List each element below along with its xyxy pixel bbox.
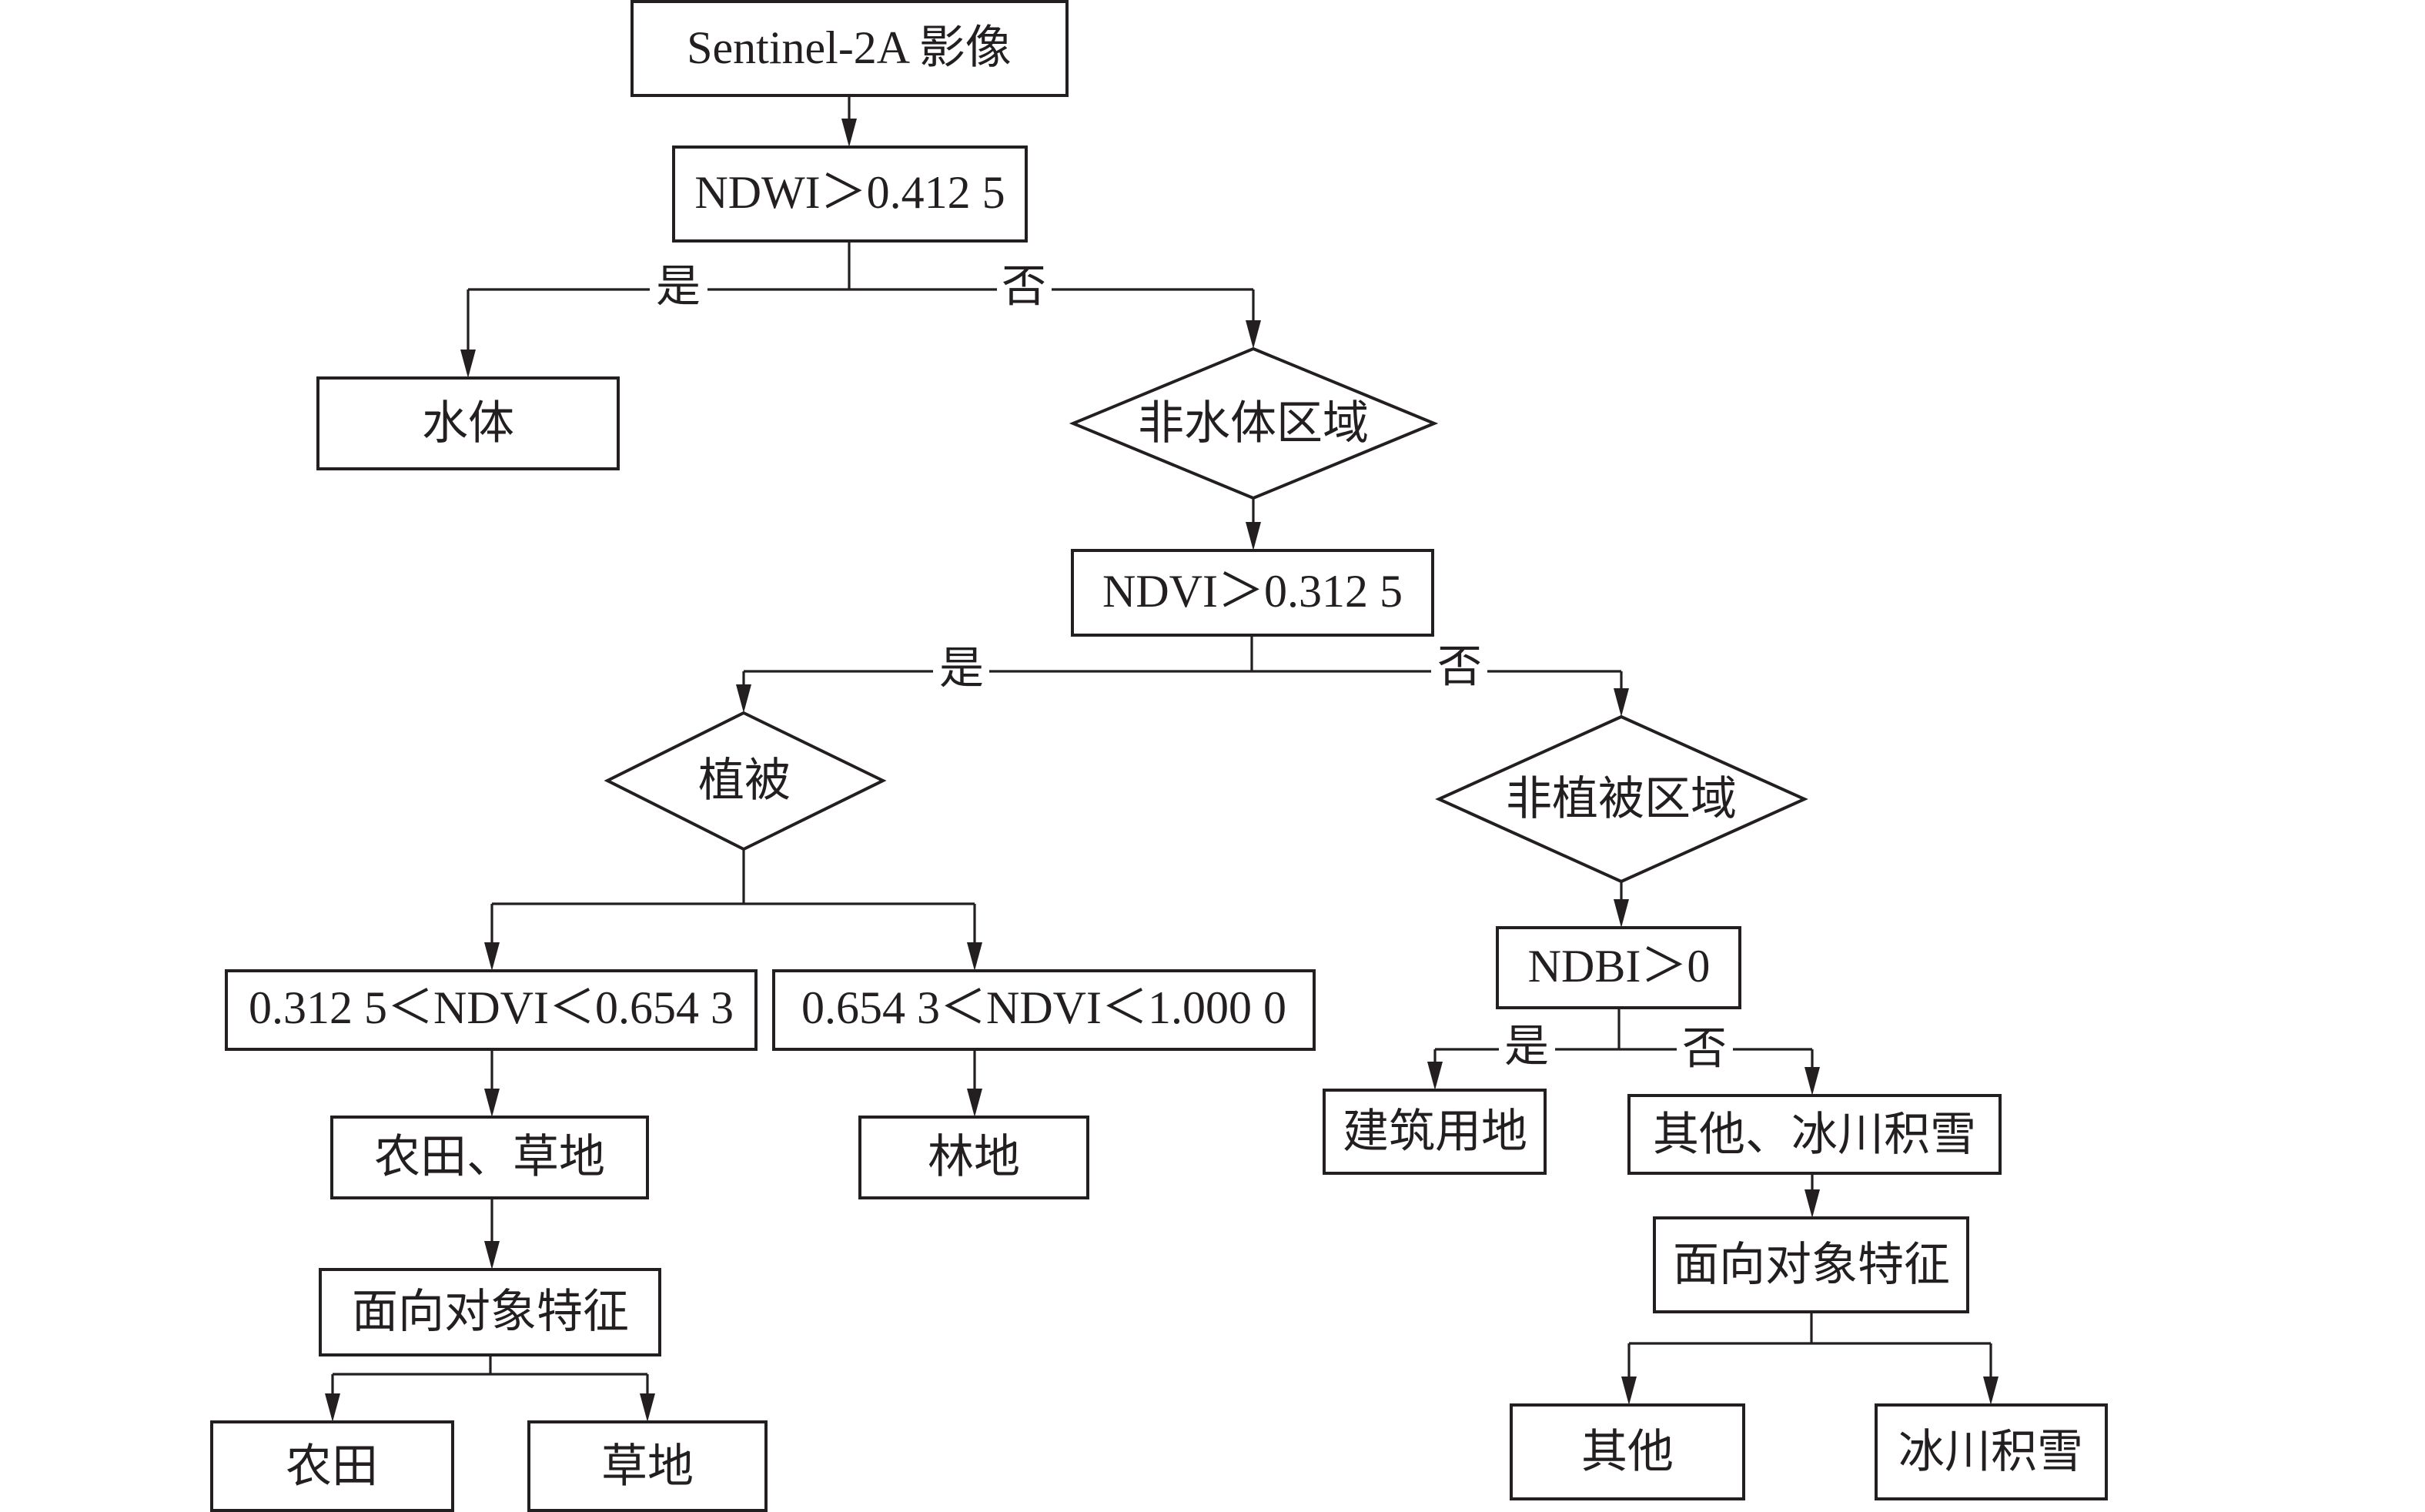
arrowhead [1614,688,1629,717]
node-other-glacier-snow: 其他、冰川积雪 [1627,1094,2002,1175]
process-box [225,969,758,1051]
decision-diamond [604,711,887,851]
arrowhead [1427,1062,1443,1090]
process-box [1071,549,1434,637]
arrowhead [640,1393,655,1422]
arrowhead [484,1241,500,1269]
node-label: 水体 [422,398,514,449]
edge-label-ndbi-yes: 是 [1504,1022,1549,1072]
node-cropland: 农田 [210,1420,454,1512]
node-ndvi-high-range: 0.654 3＜NDVI＜1.000 0 [772,969,1316,1051]
node-non-water: 非水体区域 [1069,346,1439,500]
node-source: Sentinel-2A 影像 [630,0,1069,97]
node-ndvi-test: NDVI＞0.312 5 [1071,549,1434,637]
result-box [858,1116,1089,1199]
node-non-vegetation: 非植被区域 [1435,714,1808,884]
result-box [210,1420,454,1512]
node-vegetation: 植被 [604,711,887,851]
result-box [316,376,620,470]
node-label: 0.312 5＜NDVI＜0.654 3 [249,982,734,1033]
result-box [1875,1403,2108,1500]
node-label: 农田、草地 [374,1132,605,1183]
node-label: 建筑用地 [1343,1106,1527,1157]
arrowhead [1614,899,1629,928]
node-other: 其他 [1510,1403,1745,1500]
connectors [325,95,1999,1422]
node-cropland-grassland: 农田、草地 [330,1116,649,1199]
arrowhead [1621,1377,1637,1405]
decision-diamond [1069,346,1439,500]
process-box [1653,1216,1969,1313]
result-box [330,1116,649,1199]
edge-label-ndvi-yes: 是 [939,644,984,694]
node-object-features-left: 面向对象特征 [319,1268,661,1356]
node-glacier-snow: 冰川积雪 [1875,1403,2108,1500]
node-label: 冰川积雪 [1898,1427,2083,1477]
edge-label-ndvi-no: 否 [1437,642,1482,692]
process-box [1496,926,1741,1009]
arrowhead [1246,320,1261,349]
node-built-up: 建筑用地 [1323,1089,1547,1175]
node-label: 林地 [928,1132,1020,1183]
arrowhead [484,1089,500,1117]
node-label: 面向对象特征 [352,1286,629,1337]
arrowhead [967,942,982,971]
result-box [1510,1403,1745,1500]
node-label: 非植被区域 [1506,774,1737,825]
arrowhead [967,1089,982,1117]
process-box [772,969,1316,1051]
node-ndbi-test: NDBI＞0 [1496,926,1741,1009]
node-label: 农田 [286,1441,378,1492]
arrowhead [841,119,857,147]
node-label: 植被 [698,755,791,806]
arrowhead [1805,1067,1820,1096]
node-label: 0.654 3＜NDVI＜1.000 0 [801,982,1286,1033]
node-ndwi-test: NDWI＞0.412 5 [672,146,1028,243]
edge-label-ndwi-no: 否 [1002,262,1046,312]
result-box [1627,1094,2002,1175]
node-water: 水体 [316,376,620,470]
node-label: NDWI＞0.412 5 [694,167,1005,218]
node-label: 草地 [601,1441,694,1492]
process-box [672,146,1028,243]
arrowhead [736,684,751,713]
arrowhead [460,350,476,378]
node-label: Sentinel-2A 影像 [687,22,1012,73]
process-box [630,0,1069,97]
node-label: 其他 [1581,1427,1674,1477]
arrowhead [1805,1189,1820,1218]
edge-label-ndbi-no: 否 [1682,1024,1727,1074]
process-box [319,1268,661,1356]
node-label: 其他、冰川积雪 [1653,1109,1976,1160]
arrowhead [1246,522,1261,550]
node-label: 面向对象特征 [1673,1239,1950,1290]
node-label: NDBI＞0 [1528,941,1711,992]
node-object-features-right: 面向对象特征 [1653,1216,1969,1313]
decision-diamond [1435,714,1808,884]
node-ndvi-low-range: 0.312 5＜NDVI＜0.654 3 [225,969,758,1051]
result-box [1323,1089,1547,1175]
result-box [527,1420,768,1512]
arrowhead [1983,1377,1999,1405]
node-grassland: 草地 [527,1420,768,1512]
edge-labels: 是 否 是 否 是 否 [656,262,1727,1074]
node-label: NDVI＞0.312 5 [1102,566,1403,617]
node-forest: 林地 [858,1116,1089,1199]
node-label: 非水体区域 [1138,398,1369,449]
arrowhead [484,942,500,971]
edge-label-ndwi-yes: 是 [656,262,701,312]
arrowhead [325,1393,340,1422]
